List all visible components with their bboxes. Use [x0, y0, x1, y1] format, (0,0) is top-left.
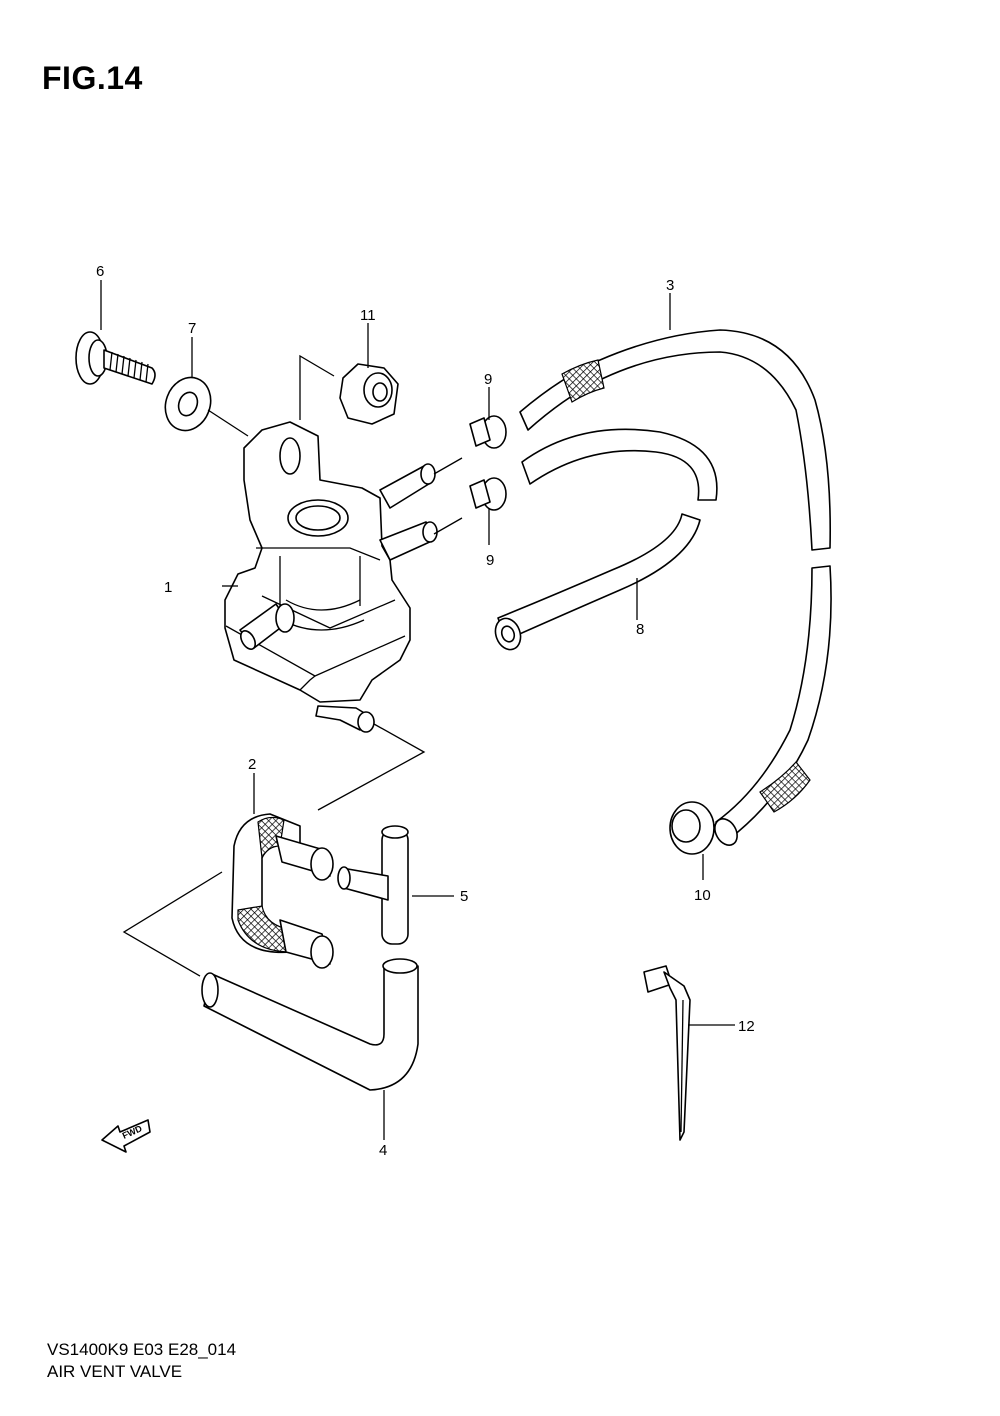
washer-7 [164, 376, 212, 432]
callout-11: 11 [360, 307, 376, 324]
callout-6: 6 [96, 263, 104, 280]
forward-direction-badge: FWD [101, 1119, 151, 1153]
callout-10: 10 [694, 887, 711, 904]
hose-clamp-9 [469, 415, 507, 511]
callout-8: 8 [636, 621, 644, 638]
callout-2: 2 [248, 756, 256, 773]
cap-10 [669, 801, 715, 855]
callout-1: 1 [164, 579, 172, 596]
callout-9-top: 9 [484, 371, 492, 388]
callout-4: 4 [379, 1142, 387, 1159]
callout-3: 3 [666, 277, 674, 294]
leader-lines [100, 280, 735, 1140]
callout-12: 12 [738, 1018, 755, 1035]
nut-11 [339, 363, 399, 425]
callout-9-bottom: 9 [486, 552, 494, 569]
u-hose-2 [231, 813, 334, 969]
diagram-caption: AIR VENT VALVE [47, 1362, 183, 1381]
callout-5: 5 [460, 888, 468, 905]
l-hose-4 [201, 958, 419, 1091]
curved-hose-8 [494, 428, 718, 651]
figure-title: FIG.14 [42, 60, 143, 96]
air-vent-valve-1 [224, 421, 438, 733]
clamp-tie-12 [643, 965, 691, 1141]
t-joint-5 [337, 825, 409, 945]
callout-7: 7 [188, 320, 196, 337]
long-hose-3 [519, 329, 832, 846]
bolt-6 [75, 331, 156, 385]
model-code: VS1400K9 E03 E28_014 [47, 1340, 237, 1359]
callouts: 6 7 11 3 9 9 1 8 2 5 10 12 4 [96, 263, 755, 1159]
